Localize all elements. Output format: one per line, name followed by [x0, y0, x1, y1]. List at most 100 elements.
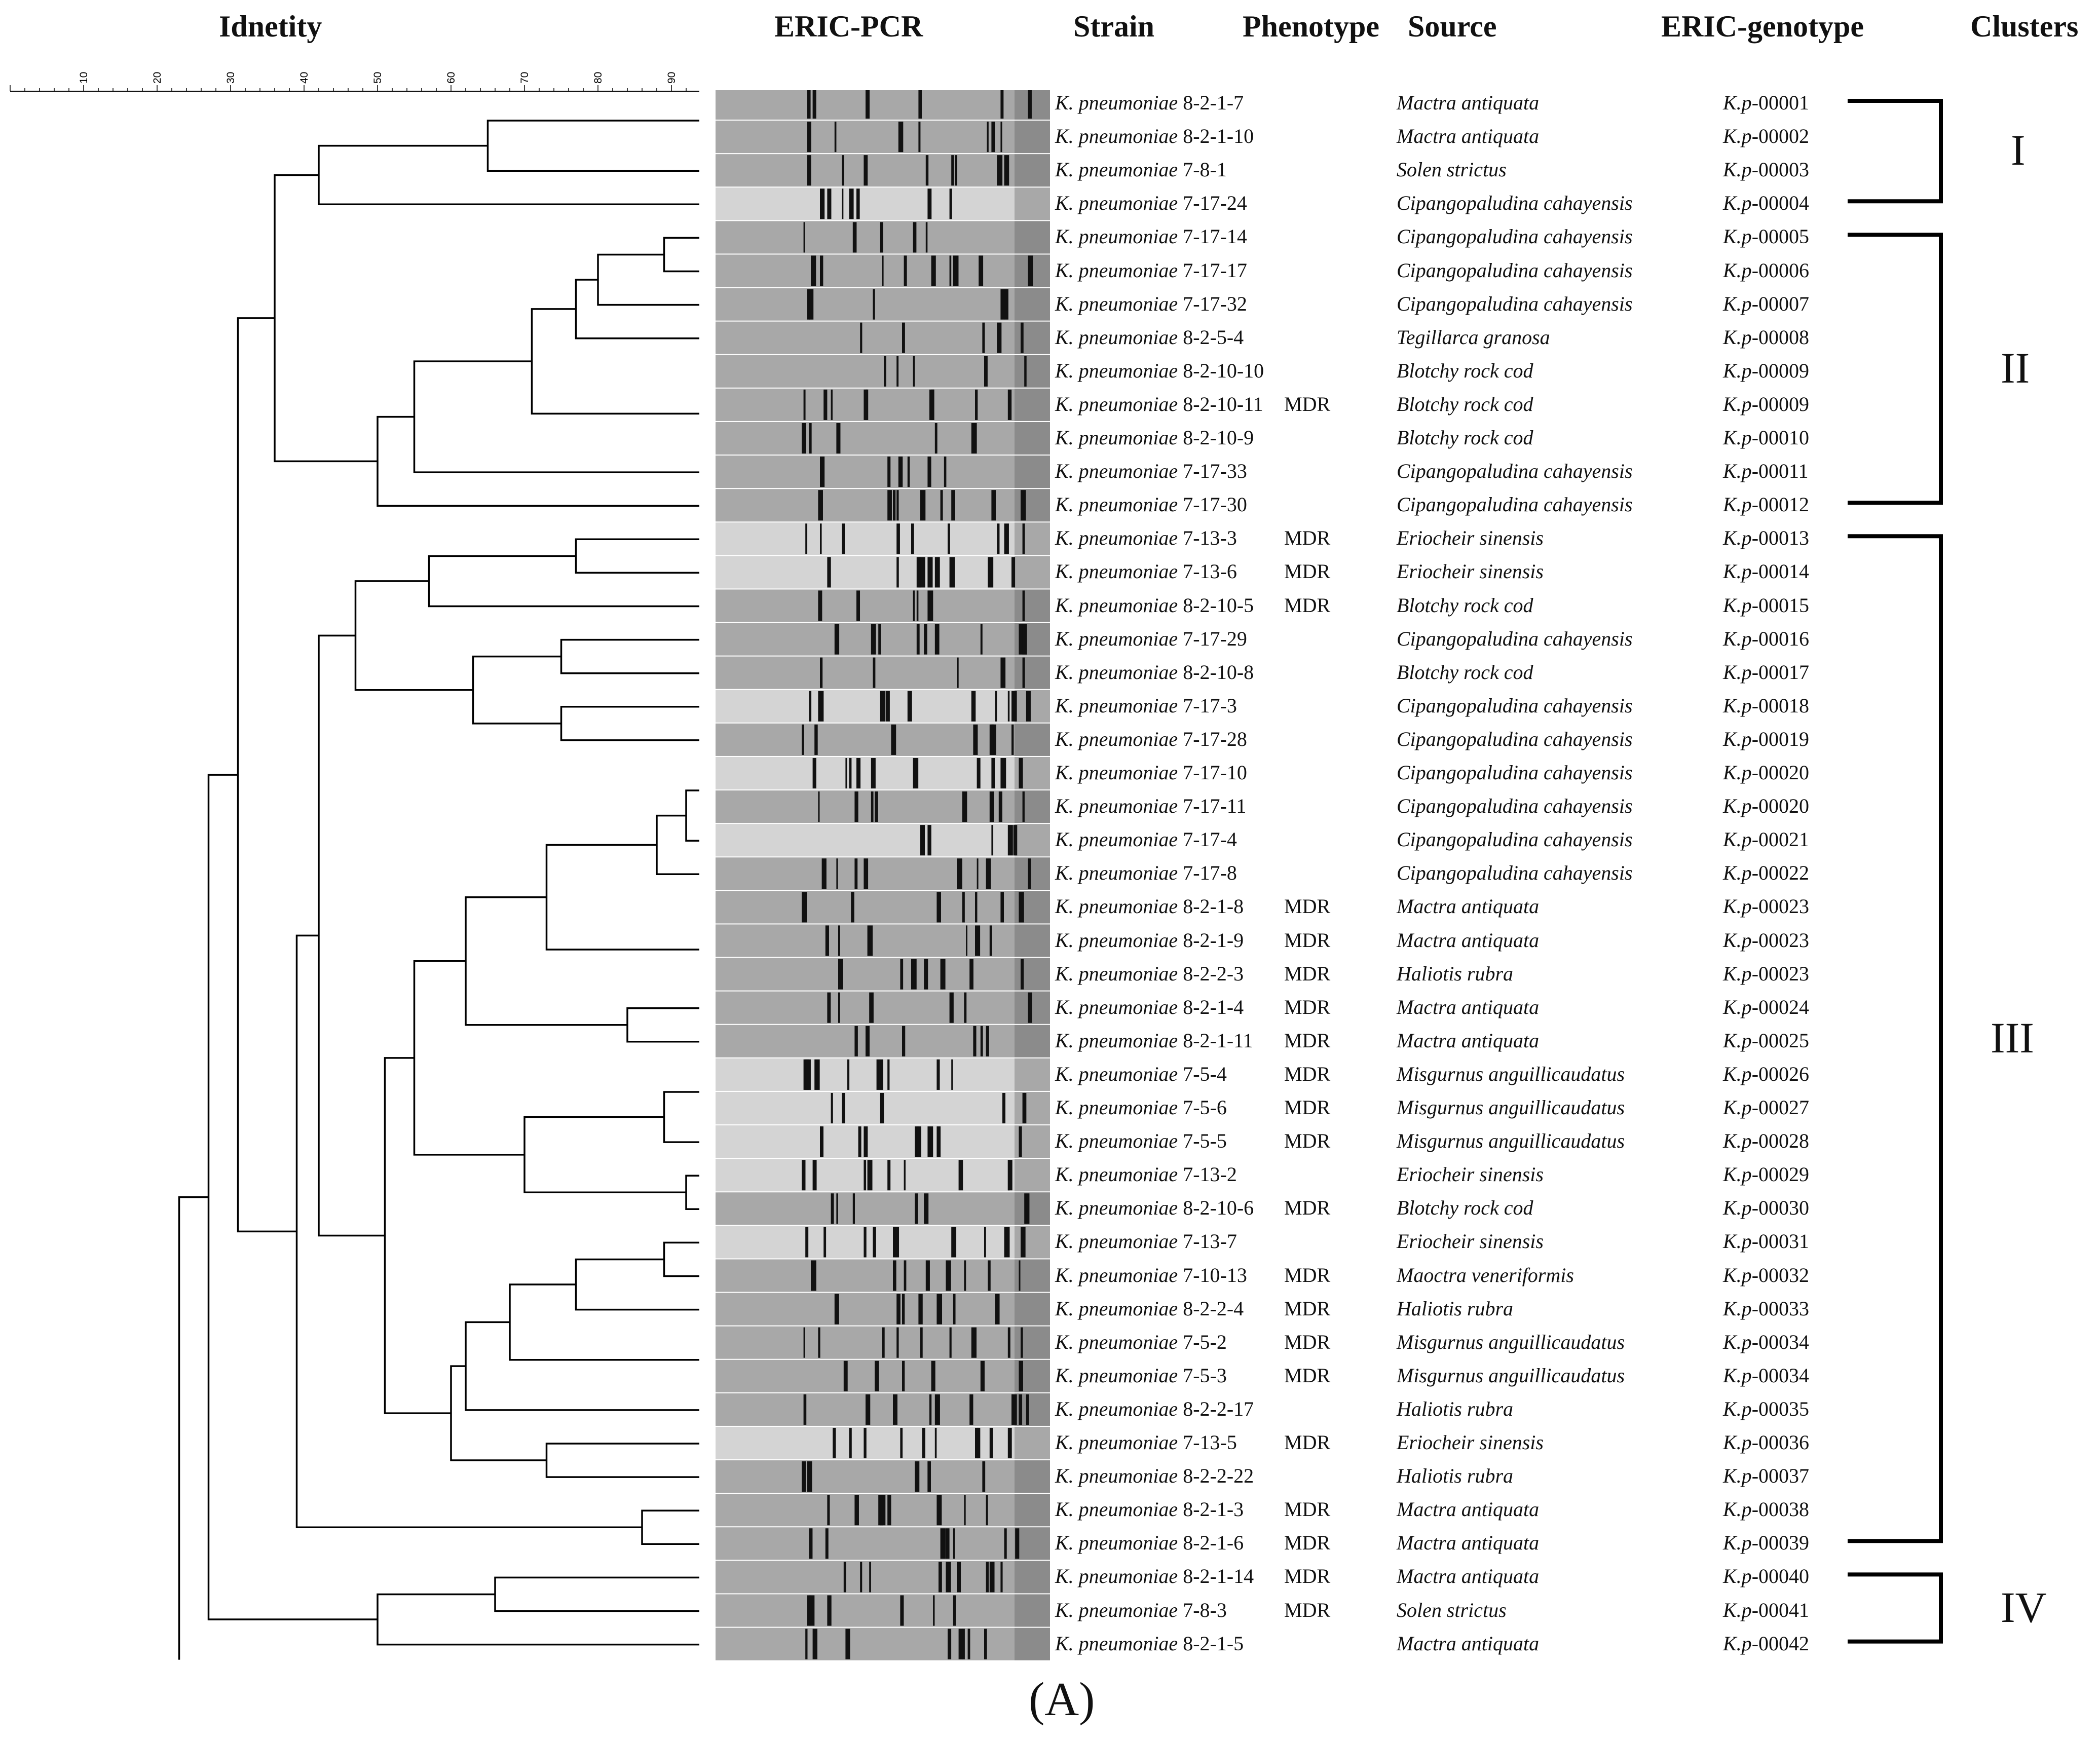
gel-band [984, 1227, 986, 1258]
genotype-prefix: K.p [1723, 660, 1752, 684]
phenotype-value: MDR [1284, 1531, 1331, 1555]
strain-name: K. pneumoniae 8-2-1-6 [1055, 1533, 1244, 1553]
gel-band [975, 925, 981, 956]
gel-band [958, 1629, 963, 1659]
gel-lane-background [716, 623, 1050, 656]
gel-band [986, 858, 991, 889]
strain-id: 8-2-2-17 [1183, 1397, 1254, 1420]
gel-band [812, 758, 816, 789]
dendrogram-branch [560, 706, 699, 741]
strain-name: K. pneumoniae 8-2-10-5 [1055, 595, 1254, 616]
strain-species: K. pneumoniae [1055, 1498, 1183, 1521]
genotype-number: -00025 [1751, 1029, 1810, 1052]
gel-band [866, 90, 869, 119]
gel-band [942, 959, 946, 990]
gel-band [944, 457, 947, 487]
eric-genotype: K.p-00011 [1723, 461, 1809, 481]
gel-band [934, 1427, 937, 1459]
gel-lane-front [1015, 1628, 1050, 1660]
phenotype-value: MDR [1284, 1431, 1331, 1454]
strain-name: K. pneumoniae 7-13-6 [1055, 561, 1237, 582]
gel-lane-background [716, 388, 1050, 421]
source-value: Cipangopaludina cahayensis [1397, 761, 1633, 784]
gel-band [843, 1360, 848, 1391]
dendrogram-branch [509, 1283, 699, 1361]
gel-lane-background [716, 1426, 1050, 1460]
gel-band [842, 155, 844, 186]
strain-id: 7-13-5 [1183, 1431, 1237, 1454]
scale-tick-label: 20 [152, 72, 163, 84]
genotype-prefix: K.p [1723, 1565, 1752, 1588]
gel-lane [716, 121, 1050, 154]
gel-lane [716, 790, 1050, 823]
genotype-number: -00012 [1751, 493, 1810, 516]
gel-band [809, 289, 814, 320]
strain-id: 8-2-5-4 [1183, 325, 1244, 349]
gel-band [854, 1495, 859, 1526]
gel-band [856, 188, 860, 219]
genotype-prefix: K.p [1723, 158, 1752, 181]
strain-id: 8-2-2-4 [1183, 1297, 1244, 1320]
strain-species: K. pneumoniae [1055, 828, 1183, 851]
gel-band [1021, 322, 1024, 353]
genotype-number: -00022 [1751, 861, 1810, 885]
gel-band [825, 1528, 829, 1559]
eric-genotype: K.p-00005 [1723, 226, 1809, 247]
strain-id: 8-2-1-7 [1183, 91, 1244, 114]
gel-band [1004, 1227, 1010, 1258]
gel-lane-front [1015, 723, 1050, 756]
strain-species: K. pneumoniae [1055, 1129, 1183, 1153]
strain-id: 7-5-2 [1183, 1330, 1227, 1353]
genotype-prefix: K.p [1723, 1632, 1752, 1655]
gel-band [811, 1260, 816, 1291]
cluster-bracket [1848, 534, 1943, 1543]
strain-species: K. pneumoniae [1055, 359, 1183, 382]
cluster-label: II [2001, 343, 2030, 392]
gel-band [849, 1427, 852, 1459]
gel-band [971, 691, 976, 722]
source-value: Haliotis rubra [1397, 1397, 1514, 1420]
gel-band [809, 1528, 813, 1559]
genotype-prefix: K.p [1723, 1129, 1752, 1153]
gel-band [845, 758, 847, 789]
gel-band [936, 1126, 941, 1157]
gel-band [957, 858, 962, 889]
eric-genotype: K.p-00031 [1723, 1231, 1809, 1252]
source-value: Mactra antiquata [1397, 91, 1540, 114]
eric-genotype: K.p-00037 [1723, 1466, 1809, 1486]
gel-band [1000, 1562, 1003, 1593]
gel-band [913, 758, 919, 789]
eric-genotype: K.p-00002 [1723, 126, 1809, 146]
gel-band [1026, 1394, 1029, 1425]
gel-lane [716, 824, 1050, 857]
strain-name: K. pneumoniae 8-2-1-8 [1055, 896, 1244, 917]
strain-species: K. pneumoniae [1055, 91, 1183, 114]
gel-band [885, 691, 890, 722]
strain-name: K. pneumoniae 7-5-4 [1055, 1064, 1227, 1084]
gel-lane-front [1015, 589, 1050, 622]
gel-band [818, 691, 824, 722]
strain-species: K. pneumoniae [1055, 1632, 1183, 1655]
gel-band [1022, 624, 1027, 655]
strain-species: K. pneumoniae [1055, 895, 1183, 918]
gel-lane [716, 1025, 1050, 1057]
similarity-scale: 102030405060708090100 [10, 72, 699, 92]
strain-species: K. pneumoniae [1055, 1464, 1183, 1488]
gel-band [971, 1327, 977, 1358]
gel-band [1004, 523, 1009, 554]
genotype-number: -00029 [1751, 1163, 1810, 1186]
eric-genotype: K.p-00001 [1723, 93, 1809, 113]
strain-id: 8-2-1-4 [1183, 995, 1244, 1018]
gel-band [827, 992, 831, 1023]
gel-band [933, 1595, 935, 1626]
phenotype-value: MDR [1284, 1096, 1331, 1119]
strain-id: 8-2-1-3 [1183, 1498, 1244, 1521]
source-value: Misgurnus anguillicaudatus [1397, 1096, 1625, 1119]
strain-species: K. pneumoniae [1055, 962, 1183, 985]
gel-band [1019, 892, 1024, 923]
gel-lane-background [716, 857, 1050, 890]
dendrogram-branch [318, 634, 385, 1237]
gel-band [918, 122, 921, 153]
gel-lane-front [1015, 1293, 1050, 1326]
gel-band [969, 959, 973, 990]
